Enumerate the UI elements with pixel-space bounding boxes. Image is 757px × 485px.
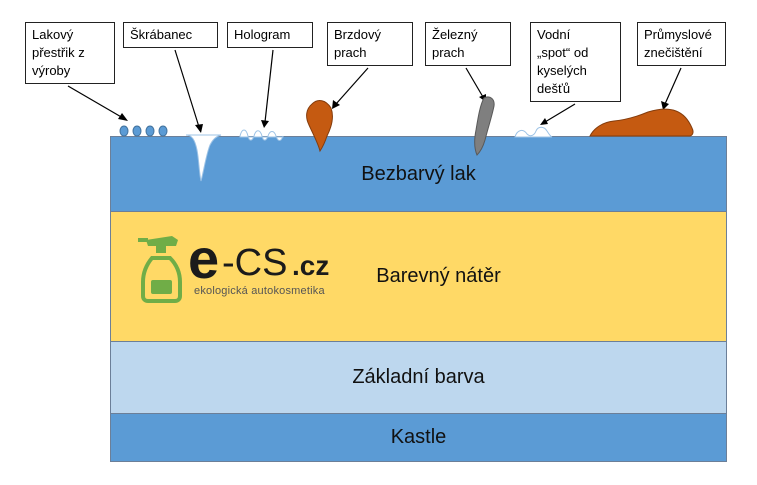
overspray-dot: [145, 125, 155, 137]
logo-brand-cs: -CS: [222, 242, 288, 284]
leader-hologram: [264, 49, 274, 123]
leader-zelezny: [465, 67, 484, 98]
callout-hologram: Hologram: [227, 22, 313, 48]
layer-primer: Základní barva: [110, 341, 727, 414]
industrial-fallout: [589, 108, 694, 137]
iron-dust-shard: [474, 96, 495, 156]
callout-brzdovy-prach: Brzdový prach: [327, 22, 413, 66]
logo-brand-e: e: [188, 227, 220, 290]
leader-prumyslove: [664, 67, 682, 105]
ecs-logo: e -CS .cz ekologická autokosmetika: [132, 227, 342, 304]
arrowhead-brzdovy: [332, 100, 340, 109]
layer-body: Kastle: [110, 413, 727, 462]
callout-zelezny-prach: Železný prach: [425, 22, 511, 66]
callout-lakovy-prestrik: Lakový přestřik z výroby: [25, 22, 115, 84]
layer-clearcoat-label: Bezbarvý lak: [361, 162, 476, 185]
overspray-dot: [132, 125, 142, 137]
overspray-dot: [158, 125, 168, 137]
logo-tagline: ekologická autokosmetika: [194, 285, 325, 297]
layer-basecoat-label: Barevný nátěr: [376, 265, 501, 287]
leader-skrabanec: [174, 49, 200, 128]
spray-bottle-icon: [138, 236, 182, 303]
scratch-shape: [185, 134, 222, 182]
layer-basecoat: Barevný nátěr: [110, 211, 727, 342]
leader-vodni: [544, 103, 576, 123]
brake-dust-shard: [306, 100, 333, 153]
leader-brzdovy: [335, 67, 369, 105]
callout-skrabanec: Škrábanec: [123, 22, 218, 48]
arrowhead-skrabanec: [195, 124, 203, 133]
arrowhead-prumyslove: [661, 101, 669, 110]
leader-lakovy: [67, 85, 124, 119]
logo-brand-tld: .cz: [292, 250, 330, 281]
arrowhead-hologram: [261, 120, 269, 128]
layer-clearcoat: Bezbarvý lak: [110, 136, 727, 212]
layer-primer-label: Základní barva: [352, 366, 485, 388]
overspray-dot: [119, 125, 129, 137]
arrowhead-vodni: [540, 118, 548, 125]
callout-vodni-spot: Vodní „spot“ od kyselých dešťů: [530, 22, 621, 102]
hologram-swirls: [239, 129, 284, 141]
layer-body-label: Kastle: [390, 426, 447, 448]
water-spot: [514, 126, 553, 138]
arrowhead-lakovy: [118, 113, 128, 121]
callout-prumyslove-znecisteni: Průmyslové znečištění: [637, 22, 726, 66]
